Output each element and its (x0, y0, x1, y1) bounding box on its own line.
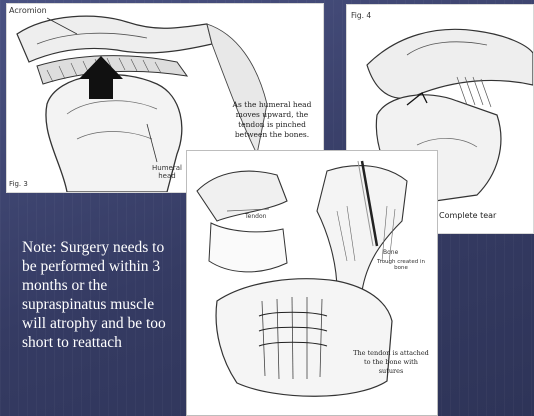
trough-label: Trough created in bone (373, 259, 429, 271)
figure-surgical-repair: Tendon Bone Trough created in bone The t… (186, 150, 438, 416)
bone-label: Bone (383, 249, 398, 256)
acromion-label: Acromion (9, 6, 47, 15)
surgery-note: Note: Surgery needs to be performed with… (22, 238, 180, 352)
impingement-caption: As the humeral head moves upward, the te… (229, 100, 315, 140)
fig4-label: Fig. 4 (351, 11, 371, 20)
tendon-label: Tendon (245, 213, 266, 220)
complete-tear-caption: Complete tear (439, 211, 496, 220)
fig3-label: Fig. 3 (9, 180, 28, 188)
repair-caption: The tendon is attached to the bone with … (351, 349, 431, 376)
humeral-head-label: Humeral head (147, 164, 187, 180)
